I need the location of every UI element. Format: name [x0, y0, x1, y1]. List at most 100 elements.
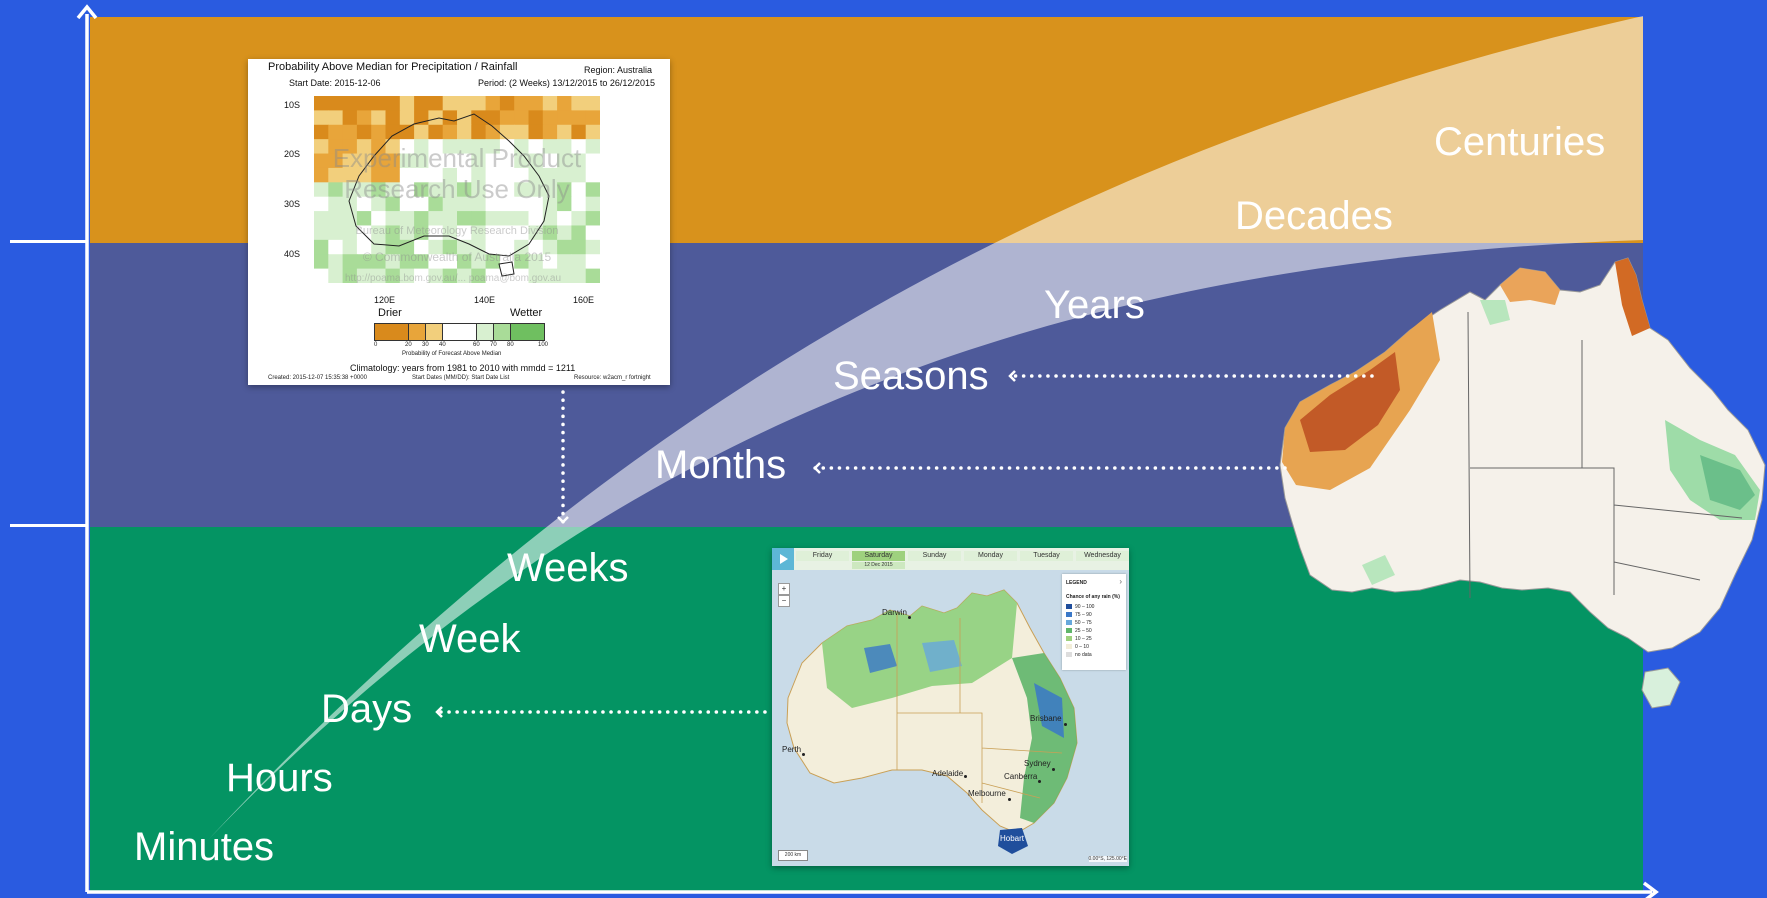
precip-grid-cell [585, 254, 600, 270]
lon-label-140e: 140E [474, 295, 496, 305]
precip-grid-cell [342, 124, 358, 140]
precip-climatology: Climatology: years from 1981 to 2010 wit… [350, 363, 576, 373]
day-tab-tuesday[interactable]: Tuesday [1020, 551, 1073, 561]
precip-grid-cell [356, 96, 372, 111]
precip-grid-cell [442, 182, 458, 198]
precip-grid-cell [328, 225, 344, 241]
precip-grid-cell [428, 110, 444, 126]
precip-grid-cell [328, 167, 344, 183]
region-very-dry-west [1300, 352, 1400, 452]
day-tab-wednesday[interactable]: Wednesday [1076, 551, 1129, 561]
precip-grid-cell [342, 167, 358, 183]
precip-grid-cell [585, 225, 600, 241]
day-tab-monday[interactable]: Monday [964, 551, 1017, 561]
precip-grid-cell [585, 110, 600, 126]
precip-grid-cell [399, 124, 415, 140]
legend-label: 25 – 50 [1075, 628, 1092, 634]
colorbar-segment [493, 323, 511, 341]
precip-grid-cell [471, 254, 487, 270]
colorbar-caption: Probability of Forecast Above Median [402, 351, 502, 357]
label-days: Days [321, 687, 413, 731]
precip-grid-cell [399, 167, 415, 183]
seasonal-outlook-map [1279, 257, 1766, 709]
city-brisbane: Brisbane [1030, 714, 1062, 723]
precip-grid-cell [314, 167, 329, 183]
precip-grid-cell [371, 239, 386, 255]
precip-grid-cell [514, 268, 529, 283]
precip-grid-cell [528, 96, 544, 111]
precip-grid-cell [457, 124, 472, 140]
rain-map [786, 589, 1078, 854]
play-button[interactable] [772, 548, 794, 570]
precip-grid-cell [571, 254, 587, 270]
precip-grid-cell [371, 268, 386, 283]
precip-grid-cell [442, 254, 458, 270]
precip-grid-cell [542, 124, 558, 140]
day-tab-friday[interactable]: Friday [796, 551, 849, 561]
precip-grid-cell [414, 239, 429, 255]
precip-grid-cell [499, 239, 515, 255]
precip-grid-cell [471, 196, 487, 212]
precip-grid-cell [457, 254, 472, 270]
precip-grid-cell [528, 139, 544, 155]
legend-collapse-icon[interactable]: › [1119, 577, 1122, 586]
precip-grid-cell [585, 139, 600, 155]
precip-grid-cell [528, 110, 544, 126]
precip-grid-cell [485, 211, 501, 226]
watermark-line-4: © Commonwealth of Australia 2015 [362, 250, 552, 264]
precip-grid-cell [428, 182, 444, 198]
zoom-in-button[interactable]: + [778, 583, 790, 595]
precip-grid-cell [414, 96, 429, 111]
precip-grid-cell [485, 239, 501, 255]
colorbar-tick: 30 [422, 342, 429, 348]
precip-grid-cell [356, 211, 372, 226]
precip-grid-cell [399, 254, 415, 270]
day-tab-sunday[interactable]: Sunday [908, 551, 961, 561]
precip-grid-cell [485, 139, 501, 155]
precip-grid-cell [514, 254, 529, 270]
precip-grid-cell [557, 196, 572, 212]
legend-title: LEGEND [1066, 580, 1087, 586]
precip-map [314, 96, 600, 283]
zoom-out-button[interactable]: − [778, 595, 790, 607]
precip-grid-cell [314, 153, 329, 169]
precip-grid-cell [442, 124, 458, 140]
label-centuries: Centuries [1434, 120, 1606, 164]
precip-grid-cell [428, 196, 444, 212]
precip-grid-cell [557, 167, 572, 183]
city-dot [964, 775, 967, 778]
precip-grid-cell [499, 225, 515, 241]
precip-grid-cell [328, 110, 344, 126]
precip-grid-cell [514, 167, 529, 183]
precip-grid-cell [328, 182, 344, 198]
precip-grid-cell [499, 96, 515, 111]
precip-grid-cell [314, 96, 329, 111]
precip-grid-cell [356, 124, 372, 140]
lon-label-120e: 120E [374, 295, 396, 305]
legend-label: 10 – 25 [1075, 636, 1092, 642]
rain-chance-panel: Friday Saturday Sunday Monday Tuesday We… [772, 548, 1129, 866]
precip-grid-cell [514, 211, 529, 226]
precip-grid-cell [471, 153, 487, 169]
day-tab-saturday[interactable]: Saturday [852, 551, 905, 561]
precip-grid-cell [385, 268, 401, 283]
state-borders [1467, 311, 1743, 599]
city-hobart: Hobart [1000, 834, 1025, 843]
precip-grid-cell [557, 96, 572, 111]
colorbar-segment [374, 323, 409, 341]
precip-grid-cell [399, 211, 415, 226]
precip-grid-cell [342, 139, 358, 155]
legend-swatch [1066, 612, 1072, 618]
watermark-line-2: Research Use Only [344, 174, 570, 204]
precip-grid-cell [499, 254, 515, 270]
precip-grid-cell [314, 182, 329, 198]
precip-grid-cell [399, 268, 415, 283]
precip-grid-cell [399, 196, 415, 212]
precip-grid-cell [499, 167, 515, 183]
precip-grid-cell [528, 254, 544, 270]
precip-grid-cell [542, 254, 558, 270]
precip-grid-cell [471, 268, 487, 283]
precip-grid-cell [371, 139, 386, 155]
lat-label-40s: 40S [284, 249, 301, 259]
colorbar-drier-label: Drier [378, 307, 402, 319]
